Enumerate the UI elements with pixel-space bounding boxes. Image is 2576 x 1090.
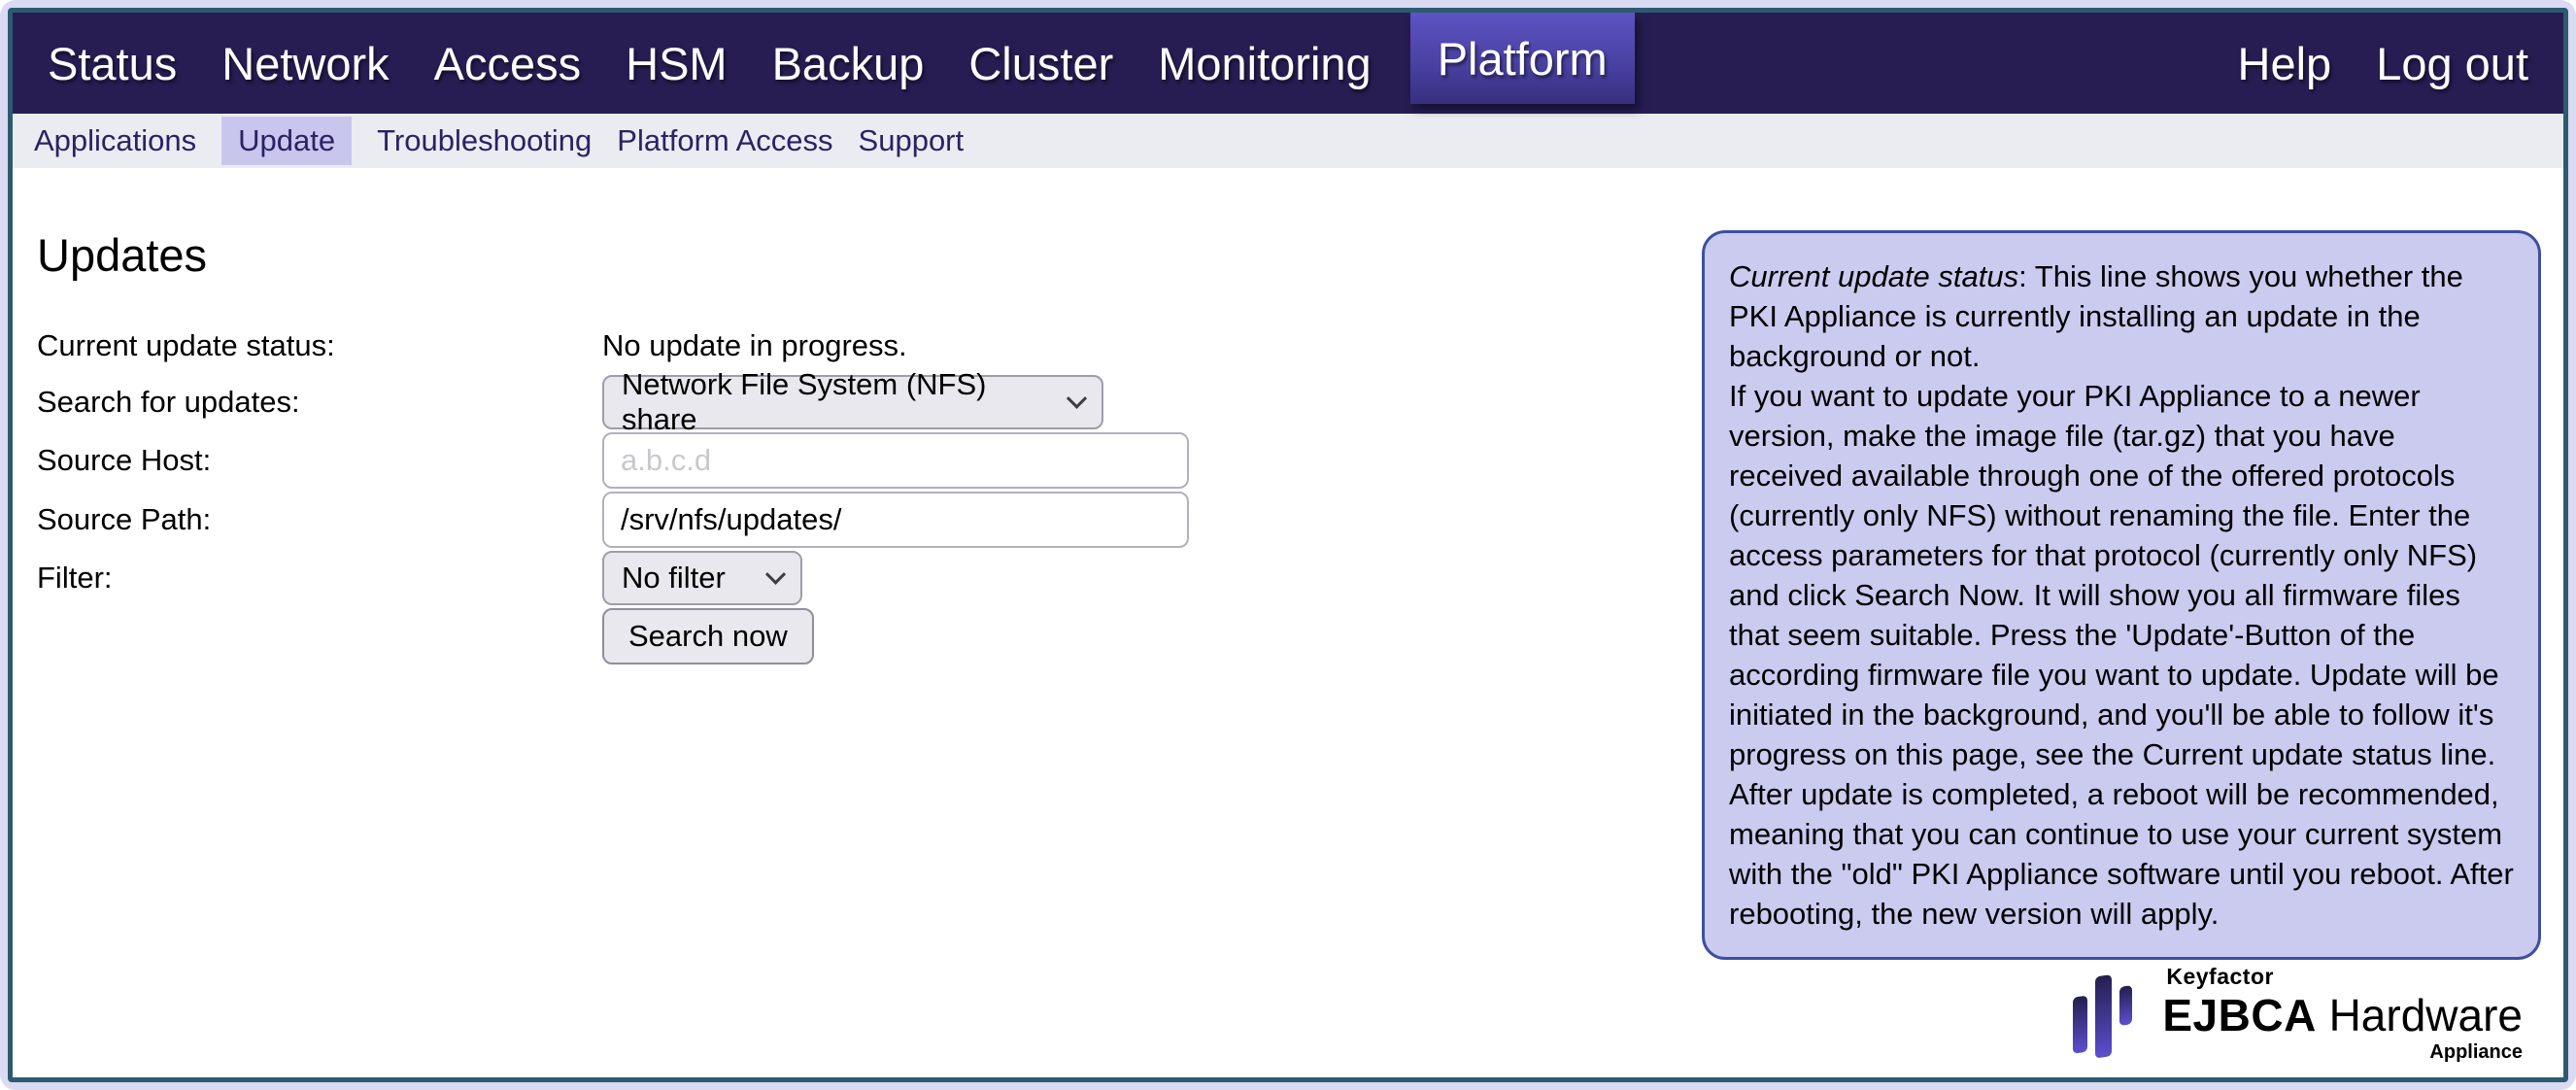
top-navigation: Status Network Access HSM Backup Cluster… bbox=[13, 13, 2563, 114]
update-source-select[interactable]: Network File System (NFS) share bbox=[602, 367, 1103, 436]
main-content: Updates Current update status: No update… bbox=[13, 168, 2563, 664]
subnav-item-platform-access[interactable]: Platform Access bbox=[617, 123, 833, 157]
source-host-label: Source Host: bbox=[37, 443, 212, 477]
nav-item-cluster[interactable]: Cluster bbox=[968, 37, 1114, 89]
nav-item-backup[interactable]: Backup bbox=[771, 37, 925, 89]
sub-navigation: Applications Update Troubleshooting Plat… bbox=[13, 114, 2563, 168]
chevron-down-icon bbox=[764, 563, 787, 585]
content-frame: Status Network Access HSM Backup Cluster… bbox=[8, 8, 2568, 1082]
source-host-row: Source Host: bbox=[37, 432, 2563, 489]
help-paragraph-2: If you want to update your PKI Appliance… bbox=[1729, 379, 2499, 771]
logo-keyfactor-text: Keyfactor bbox=[2166, 964, 2274, 990]
search-now-button[interactable]: Search now bbox=[602, 608, 814, 664]
filter-label: Filter: bbox=[37, 561, 113, 595]
source-path-label: Source Path: bbox=[37, 502, 212, 536]
filter-row: Filter: No filter bbox=[37, 551, 2563, 605]
source-host-input[interactable] bbox=[602, 432, 1189, 489]
help-paragraph-1-rest: : This line shows you whether the PKI Ap… bbox=[1729, 259, 2463, 373]
source-path-input[interactable] bbox=[602, 492, 1189, 548]
nav-item-help[interactable]: Help bbox=[2237, 37, 2332, 89]
nav-item-monitoring[interactable]: Monitoring bbox=[1158, 37, 1372, 89]
keyfactor-bars-icon bbox=[2073, 974, 2133, 1058]
nav-item-status[interactable]: Status bbox=[48, 37, 178, 89]
logo-brand-text: EJBCA Hardware bbox=[2162, 990, 2523, 1041]
nav-item-logout[interactable]: Log out bbox=[2376, 37, 2528, 89]
help-paragraph-3: After update is completed, a reboot will… bbox=[1729, 777, 2514, 931]
filter-select[interactable]: No filter bbox=[602, 551, 802, 605]
update-source-select-value: Network File System (NFS) share bbox=[622, 367, 987, 436]
update-help-box: Current update status: This line shows y… bbox=[1702, 230, 2541, 960]
nav-item-hsm[interactable]: HSM bbox=[626, 37, 728, 89]
logo-ejbca-text: EJBCA bbox=[2162, 990, 2317, 1041]
current-update-status-row: Current update status: No update in prog… bbox=[37, 328, 2563, 363]
logo-text: Keyfactor EJBCA Hardware Appliance bbox=[2162, 964, 2523, 1064]
source-path-row: Source Path: bbox=[37, 492, 2563, 548]
subnav-item-troubleshooting[interactable]: Troubleshooting bbox=[377, 123, 593, 157]
nav-item-access[interactable]: Access bbox=[433, 37, 582, 89]
filter-select-value: No filter bbox=[622, 561, 726, 595]
chevron-down-icon bbox=[1066, 388, 1088, 409]
search-for-updates-row: Search for updates: Network File System … bbox=[37, 367, 2563, 436]
subnav-item-applications[interactable]: Applications bbox=[34, 123, 197, 157]
search-for-updates-label: Search for updates: bbox=[37, 385, 300, 419]
logo-appliance-text: Appliance bbox=[2429, 1041, 2523, 1063]
nav-item-platform[interactable]: Platform bbox=[1409, 13, 1635, 104]
nav-item-network[interactable]: Network bbox=[221, 37, 390, 89]
page-title: Updates bbox=[37, 229, 208, 281]
subnav-item-update[interactable]: Update bbox=[221, 117, 353, 165]
help-paragraph-1-lead: Current update status bbox=[1729, 259, 2019, 293]
current-update-status-value: No update in progress. bbox=[602, 328, 907, 362]
current-update-status-label: Current update status: bbox=[37, 328, 335, 362]
logo-hardware-text: Hardware bbox=[2316, 990, 2523, 1041]
search-button-row: Search now bbox=[37, 608, 2563, 664]
subnav-item-support[interactable]: Support bbox=[858, 123, 965, 157]
keyfactor-ejbca-logo: Keyfactor EJBCA Hardware Appliance bbox=[2071, 964, 2523, 1064]
help-paragraph-1: Current update status: This line shows y… bbox=[1729, 256, 2514, 376]
